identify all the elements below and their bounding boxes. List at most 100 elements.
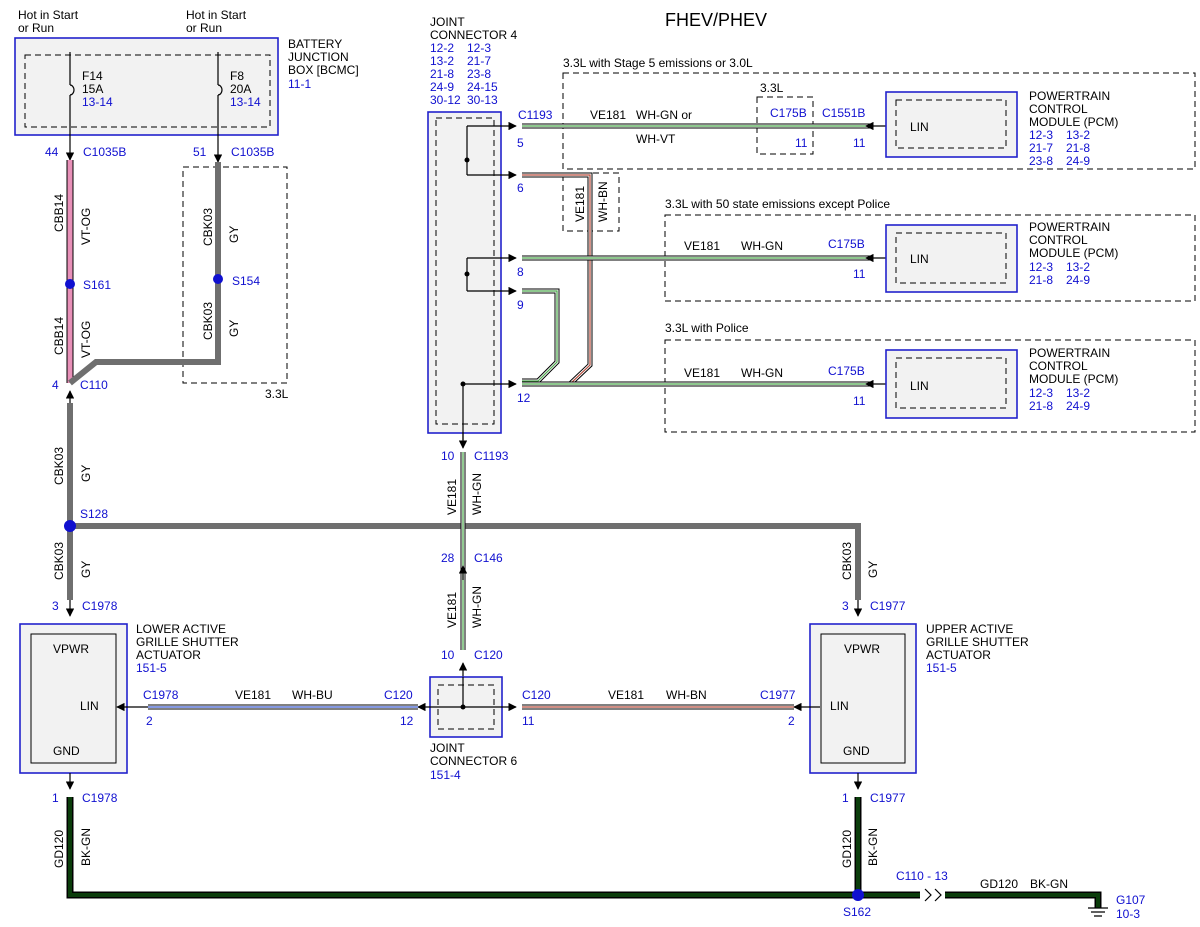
inline-c175b: C175B — [770, 106, 807, 120]
upper-name-3: ACTUATOR — [926, 648, 991, 662]
pcm2-pin: 11 — [853, 267, 866, 281]
pcm1-ref: 23-8 — [1029, 154, 1053, 168]
f14-name: F14 — [82, 69, 103, 83]
pcm1-connector: C1551B — [822, 106, 865, 120]
splice-s161-label: S161 — [83, 278, 111, 292]
pcm-1 — [885, 91, 1018, 158]
bjb-pin-51: 51 — [193, 145, 207, 159]
region-3-3l-left — [182, 166, 288, 384]
wire-label-cbb14-2: CBB14 — [52, 317, 66, 355]
jc4-ref: 12-2 — [430, 41, 454, 55]
pcm3-ref: 12-3 — [1029, 386, 1053, 400]
pcm3-lin: LIN — [910, 379, 929, 393]
pcm3-ref: 24-9 — [1066, 399, 1090, 413]
wire-label-gd120-1: GD120 — [52, 830, 66, 868]
pcm2-name-1: POWERTRAIN — [1029, 220, 1110, 234]
lower-vpwr-pin: 3 — [52, 599, 59, 613]
wire-label-wh-vt: WH-VT — [636, 132, 676, 146]
diagram-title: FHEV/PHEV — [665, 10, 767, 30]
wire-label-gy-2: GY — [227, 320, 241, 337]
ground-icon — [1088, 907, 1108, 917]
jc4-ref: 30-12 — [430, 93, 461, 107]
pcm1-name-1: POWERTRAIN — [1029, 89, 1110, 103]
wire-label-gy-3: GY — [79, 465, 93, 482]
upper-gnd-label: GND — [843, 744, 870, 758]
wire-label-wh-bn-v: WH-BN — [596, 181, 610, 222]
splice-s154 — [213, 274, 223, 284]
region-police — [664, 339, 1196, 433]
bjb-connector-right: C1035B — [231, 145, 274, 159]
lower-lin-pin: 2 — [146, 714, 153, 728]
jc4-ref: 24-9 — [430, 80, 454, 94]
jc4-connector: C1193 — [518, 108, 553, 122]
pcm-2 — [885, 224, 1018, 293]
wire-label-wh-gn-2: WH-GN — [741, 239, 783, 253]
f8-rating: 20A — [230, 82, 251, 96]
wire-ve181-wh-gn-route — [522, 288, 560, 384]
wire-label-gd120-3: GD120 — [980, 877, 1018, 891]
fuse-f8-icon — [217, 84, 223, 96]
pcm3-ref: 13-2 — [1066, 386, 1090, 400]
f14-ref: 13-14 — [82, 95, 113, 109]
jc6-pin-left: 12 — [400, 714, 414, 728]
splice-s162 — [852, 889, 864, 901]
wire-label-cbk03-1: CBK03 — [201, 208, 215, 246]
g107-ref: 10-3 — [1116, 907, 1140, 921]
pcm2-ref: 12-3 — [1029, 260, 1053, 274]
wire-label-ve181-bu: VE181 — [235, 688, 271, 702]
wire-label-wh-gn-v2: WH-GN — [470, 586, 484, 628]
bjb-name-1: BATTERY — [288, 37, 342, 51]
pcm1-name-2: CONTROL — [1029, 102, 1088, 116]
inline-3-3l-label: 3.3L — [760, 81, 784, 95]
g107-label: G107 — [1116, 893, 1146, 907]
jc4-name-1: JOINT — [430, 15, 465, 29]
wire-label-gd120-2: GD120 — [840, 830, 854, 868]
jc4-pin-8: 8 — [517, 265, 524, 279]
f14-rating: 15A — [82, 82, 103, 96]
pcm2-ref: 13-2 — [1066, 260, 1090, 274]
pcm3-pin: 11 — [853, 394, 866, 408]
wire-gd120-bk-gn — [66, 797, 1102, 908]
jc4-ref: 12-3 — [467, 41, 491, 55]
pcm1-ref: 21-8 — [1066, 141, 1090, 155]
pcm3-connector: C175B — [828, 364, 865, 378]
wire-label-wh-gn-or: WH-GN or — [636, 108, 692, 122]
f8-name: F8 — [230, 69, 244, 83]
splice-s154-label: S154 — [232, 274, 260, 288]
c110-label: C110 — [80, 378, 108, 392]
jc4-name-2: CONNECTOR 4 — [430, 28, 517, 42]
jc4-ref: 30-13 — [467, 93, 498, 107]
jc4-ref: 23-8 — [467, 67, 491, 81]
bjb-name-3: BOX [BCMC] — [288, 63, 359, 77]
bjb-pin-44: 44 — [45, 145, 59, 159]
inline-connector-c110-icon — [924, 888, 942, 902]
jc6-connector-right: C120 — [522, 688, 551, 702]
lower-grille-shutter-actuator — [19, 623, 128, 774]
upper-lin-connector: C1977 — [760, 688, 796, 702]
c146-label: C146 — [474, 551, 503, 565]
pcm3-name-2: CONTROL — [1029, 359, 1088, 373]
f8-ref: 13-14 — [230, 95, 261, 109]
wire-label-gy-1: GY — [227, 226, 241, 243]
power-note-right-1: Hot in Start — [186, 8, 247, 22]
wire-label-wh-bu: WH-BU — [292, 688, 333, 702]
wire-label-gy-4: GY — [79, 561, 93, 578]
jc4-pin-10: 10 — [441, 449, 455, 463]
wire-label-ve181-bn2: VE181 — [608, 688, 644, 702]
wire-label-vt-og-1: VT-OG — [79, 208, 93, 245]
jc4-connector-bottom: C1193 — [474, 449, 509, 463]
pcm2-ref: 21-8 — [1029, 273, 1053, 287]
wire-label-cbk03-3: CBK03 — [52, 447, 66, 485]
upper-vpwr-pin: 3 — [842, 599, 849, 613]
splice-s128 — [64, 520, 76, 532]
pcm3-ref: 21-8 — [1029, 399, 1053, 413]
lower-name-1: LOWER ACTIVE — [136, 622, 226, 636]
jc6-connector-left: C120 — [384, 688, 413, 702]
jc4-pin-6: 6 — [517, 181, 524, 195]
region-50-state-label: 3.3L with 50 state emissions except Poli… — [665, 197, 890, 211]
region-stage5 — [562, 72, 1196, 170]
wire-label-bk-gn-3: BK-GN — [1030, 877, 1068, 891]
lower-connector-bottom: C1978 — [82, 791, 118, 805]
splice-s161 — [65, 279, 75, 289]
